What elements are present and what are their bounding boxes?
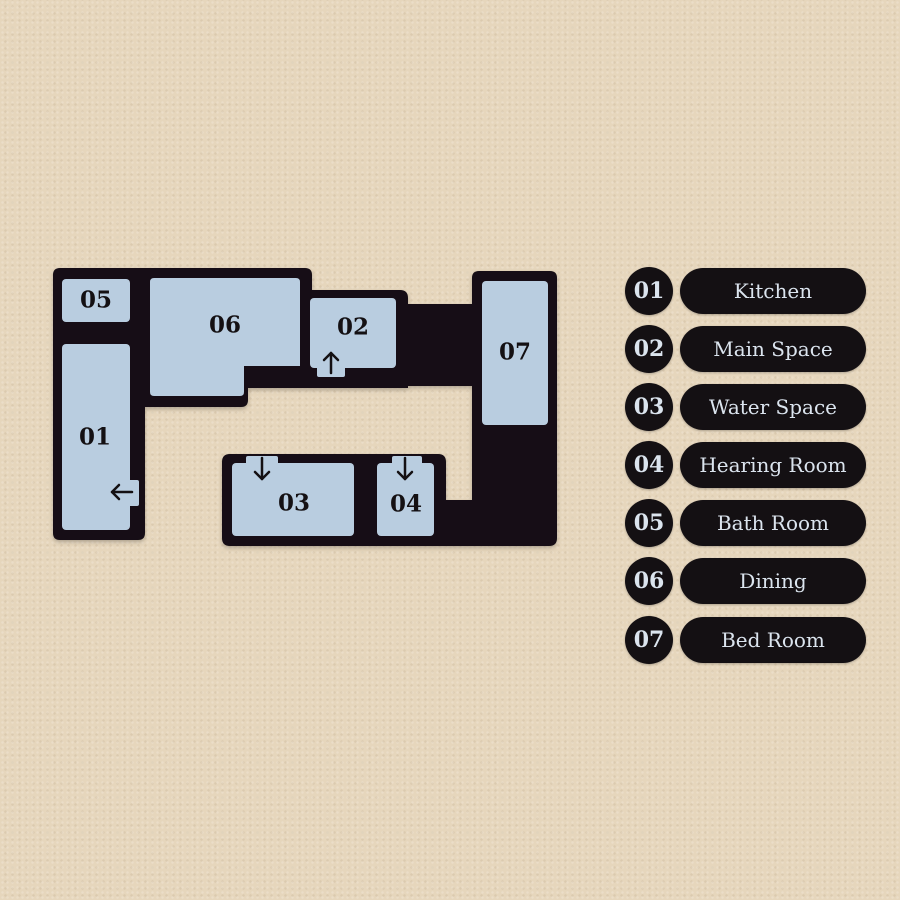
legend-item: 05 Bath Room [625, 498, 867, 548]
legend-name-plate: Dining [680, 558, 866, 604]
room-07-tile [482, 281, 548, 425]
legend-name-plate: Bed Room [680, 617, 866, 663]
legend-number-badge: 04 [625, 441, 673, 489]
room-02-tile [310, 298, 396, 368]
room-05-tile [62, 279, 130, 322]
arrow-down-icon [253, 456, 271, 481]
arrow-down-icon [396, 456, 414, 481]
legend-item: 01 Kitchen [625, 266, 867, 316]
arrow-left-icon [110, 483, 134, 501]
legend-name-plate: Kitchen [680, 268, 866, 314]
legend-number-badge: 06 [625, 557, 673, 605]
room-05-label: 05 [80, 287, 112, 314]
legend-number-badge: 01 [625, 267, 673, 315]
room-07-label: 07 [499, 339, 531, 366]
room-04-label: 04 [390, 491, 422, 518]
legend-number-badge: 07 [625, 616, 673, 664]
legend-name-plate: Main Space [680, 326, 866, 372]
legend-name-plate: Water Space [680, 384, 866, 430]
legend-number-badge: 02 [625, 325, 673, 373]
room-06-tile [150, 278, 300, 396]
legend-item: 04 Hearing Room [625, 440, 867, 490]
room-03-tile [232, 463, 354, 536]
room-02-label: 02 [337, 314, 369, 341]
room-03-label: 03 [278, 490, 310, 517]
legend-name-plate: Bath Room [680, 500, 866, 546]
legend-item: 03 Water Space [625, 382, 867, 432]
legend-number-badge: 03 [625, 383, 673, 431]
legend-item: 02 Main Space [625, 324, 867, 374]
room-01-label: 01 [79, 424, 111, 451]
arrow-up-icon [322, 351, 340, 375]
legend-item: 06 Dining [625, 556, 867, 606]
room-06-label: 06 [209, 312, 241, 339]
room-04-tile [377, 463, 434, 536]
legend-item: 07 Bed Room [625, 615, 867, 665]
room-04-door [392, 456, 422, 468]
legend-name-plate: Hearing Room [680, 442, 866, 488]
legend-number-badge: 05 [625, 499, 673, 547]
